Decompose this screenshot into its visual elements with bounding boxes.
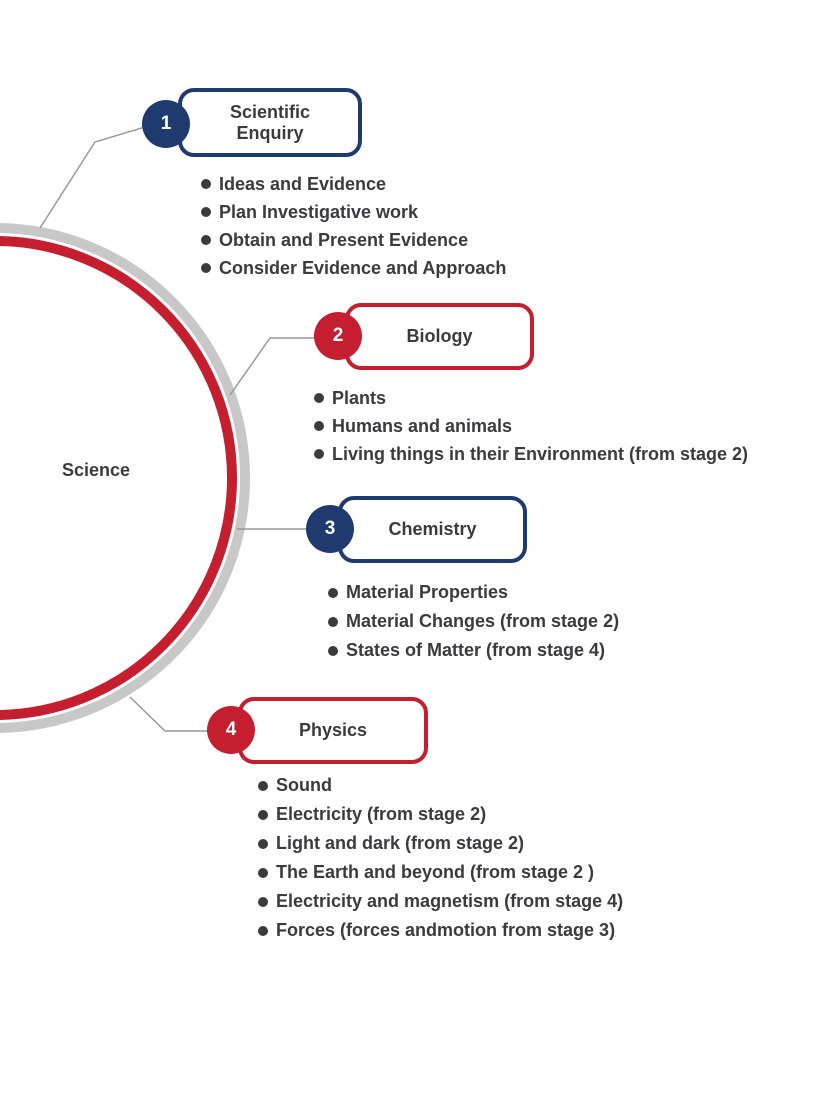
node-number-badge-1: 1 <box>142 100 190 148</box>
list-item: Obtain and Present Evidence <box>201 226 506 254</box>
connector-1 <box>39 126 146 229</box>
list-item: Forces (forces andmotion from stage 3) <box>258 916 623 945</box>
list-item: Light and dark (from stage 2) <box>258 829 623 858</box>
node-number-badge-3: 3 <box>306 505 354 553</box>
node-title-2: Biology <box>406 326 473 346</box>
list-item: Electricity and magnetism (from stage 4) <box>258 887 623 916</box>
node-title-3: Chemistry <box>388 519 477 539</box>
node-number-badge-2: 2 <box>314 312 362 360</box>
node-items-3: Material Properties Material Changes (fr… <box>328 578 619 665</box>
node-items-2: Plants Humans and animals Living things … <box>314 384 748 468</box>
list-item: Plants <box>314 384 748 412</box>
list-item: Living things in their Environment (from… <box>314 440 748 468</box>
inner-red-ring <box>0 236 237 720</box>
center-label: Science <box>62 460 131 480</box>
outer-gray-ring <box>0 223 250 733</box>
connector-4 <box>129 696 210 732</box>
node-title-box-2: Biology <box>345 303 534 370</box>
node-title-box-1: Scientific Enquiry <box>178 88 362 157</box>
list-item: Material Properties <box>328 578 619 607</box>
list-item: Sound <box>258 771 623 800</box>
list-item: The Earth and beyond (from stage 2 ) <box>258 858 623 887</box>
list-item: Material Changes (from stage 2) <box>328 607 619 636</box>
list-item: Consider Evidence and Approach <box>201 254 506 282</box>
node-number-badge-4: 4 <box>207 706 255 754</box>
list-item: Plan Investigative work <box>201 198 506 226</box>
node-items-4: Sound Electricity (from stage 2) Light a… <box>258 771 623 945</box>
node-title-box-3: Chemistry <box>338 496 527 563</box>
node-title-1: Scientific Enquiry <box>229 101 311 143</box>
list-item: States of Matter (from stage 4) <box>328 636 619 665</box>
node-title-4: Physics <box>298 720 368 740</box>
node-title-box-4: Physics <box>238 697 428 764</box>
connector-2 <box>229 337 315 396</box>
list-item: Humans and animals <box>314 412 748 440</box>
list-item: Electricity (from stage 2) <box>258 800 623 829</box>
list-item: Ideas and Evidence <box>201 170 506 198</box>
node-items-1: Ideas and Evidence Plan Investigative wo… <box>201 170 506 282</box>
